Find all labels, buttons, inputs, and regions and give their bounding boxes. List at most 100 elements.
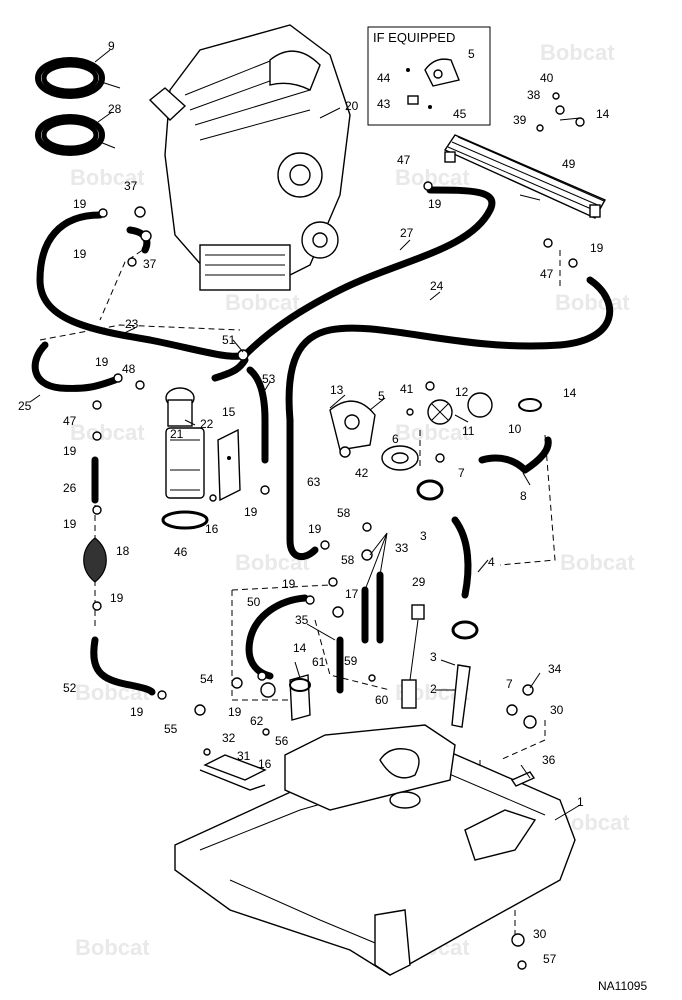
callout-42: 42	[355, 466, 369, 480]
callout-30: 30	[533, 927, 547, 941]
callout-2: 2	[430, 682, 437, 696]
callout-47: 47	[397, 153, 411, 167]
if-equipped-inset: IF EQUIPPED	[367, 26, 491, 126]
filler-assembly	[329, 392, 542, 640]
callout-58: 58	[341, 553, 355, 567]
callout-19: 19	[73, 247, 87, 261]
hose-coil-9	[35, 57, 121, 99]
callout-15: 15	[222, 405, 236, 419]
callout-29: 29	[412, 575, 426, 589]
callout-26: 26	[63, 481, 77, 495]
callout-47: 47	[540, 267, 554, 281]
hose-coil-28	[35, 114, 116, 156]
callout-18: 18	[116, 544, 130, 558]
callout-32: 32	[222, 731, 236, 745]
callout-19: 19	[73, 197, 87, 211]
fuel-cooler	[443, 134, 606, 219]
callout-19: 19	[428, 197, 442, 211]
engine	[148, 24, 351, 291]
watermark: Bobcat	[75, 935, 150, 960]
callout-63: 63	[307, 475, 321, 489]
callout-16: 16	[205, 522, 219, 536]
callout-40: 40	[540, 71, 554, 85]
callout-30: 30	[550, 703, 564, 717]
hose-lines	[31, 186, 614, 696]
callout-3: 3	[420, 529, 427, 543]
callout-45: 45	[453, 107, 467, 121]
fuel-sender	[401, 604, 471, 728]
callout-19: 19	[63, 444, 77, 458]
callout-6: 6	[392, 432, 399, 446]
callout-14: 14	[596, 107, 610, 121]
callout-51: 51	[222, 333, 236, 347]
callout-55: 55	[164, 722, 178, 736]
callout-50: 50	[247, 595, 261, 609]
callout-25: 25	[18, 399, 32, 413]
callout-28: 28	[108, 102, 122, 116]
bracket	[217, 428, 241, 502]
callout-44: 44	[377, 71, 391, 85]
callout-19: 19	[228, 705, 242, 719]
watermark: Bobcat	[555, 290, 630, 315]
inset-title: IF EQUIPPED	[373, 30, 455, 45]
callout-21: 21	[170, 427, 184, 441]
fittings	[92, 92, 585, 970]
callout-5: 5	[378, 389, 385, 403]
callout-17: 17	[345, 587, 359, 601]
callout-39: 39	[513, 113, 527, 127]
callout-48: 48	[122, 362, 136, 376]
callout-5: 5	[468, 47, 475, 61]
callout-24: 24	[430, 279, 444, 293]
callout-19: 19	[95, 355, 109, 369]
callout-37: 37	[124, 179, 138, 193]
leader-lines	[29, 49, 581, 821]
callout-46: 46	[174, 545, 188, 559]
callout-35: 35	[295, 613, 309, 627]
callout-47: 47	[63, 414, 77, 428]
callout-19: 19	[130, 705, 144, 719]
callout-1: 1	[577, 795, 584, 809]
guide-lines	[39, 244, 561, 950]
callout-19: 19	[282, 577, 296, 591]
callout-31: 31	[237, 749, 251, 763]
primer-bulb	[83, 537, 107, 583]
figure-reference: NA11095	[598, 979, 647, 993]
callout-56: 56	[275, 734, 289, 748]
watermark: Bobcat	[560, 550, 635, 575]
callout-10: 10	[508, 422, 522, 436]
callout-37: 37	[143, 257, 157, 271]
callout-54: 54	[200, 672, 214, 686]
callout-38: 38	[527, 88, 541, 102]
callout-58: 58	[337, 506, 351, 520]
callout-43: 43	[377, 97, 391, 111]
callout-19: 19	[308, 522, 322, 536]
callout-14: 14	[293, 641, 307, 655]
callout-22: 22	[200, 417, 214, 431]
callout-8: 8	[520, 489, 527, 503]
fuel-filter	[161, 387, 209, 530]
callout-20: 20	[345, 99, 359, 113]
callout-23: 23	[125, 317, 139, 331]
callout-19: 19	[590, 241, 604, 255]
callout-16: 16	[258, 757, 272, 771]
callout-57: 57	[543, 952, 557, 966]
callout-7: 7	[506, 677, 513, 691]
callout-53: 53	[262, 372, 276, 386]
callout-labels: 9 28 20 37 19 19 37 23 27 24 51 53 19 48…	[18, 39, 610, 966]
watermark: Bobcat	[395, 420, 470, 445]
watermark: Bobcat	[225, 290, 300, 315]
callout-14: 14	[563, 386, 577, 400]
callout-36: 36	[542, 753, 556, 767]
callout-61: 61	[312, 655, 326, 669]
callout-60: 60	[375, 693, 389, 707]
callout-12: 12	[455, 385, 469, 399]
callout-27: 27	[400, 226, 414, 240]
callout-41: 41	[400, 382, 414, 396]
callout-7: 7	[458, 466, 465, 480]
callout-11: 11	[462, 424, 475, 438]
callout-49: 49	[562, 157, 576, 171]
callout-59: 59	[344, 654, 358, 668]
callout-19: 19	[63, 517, 77, 531]
callout-9: 9	[108, 39, 115, 53]
fuel-tank	[174, 724, 576, 976]
